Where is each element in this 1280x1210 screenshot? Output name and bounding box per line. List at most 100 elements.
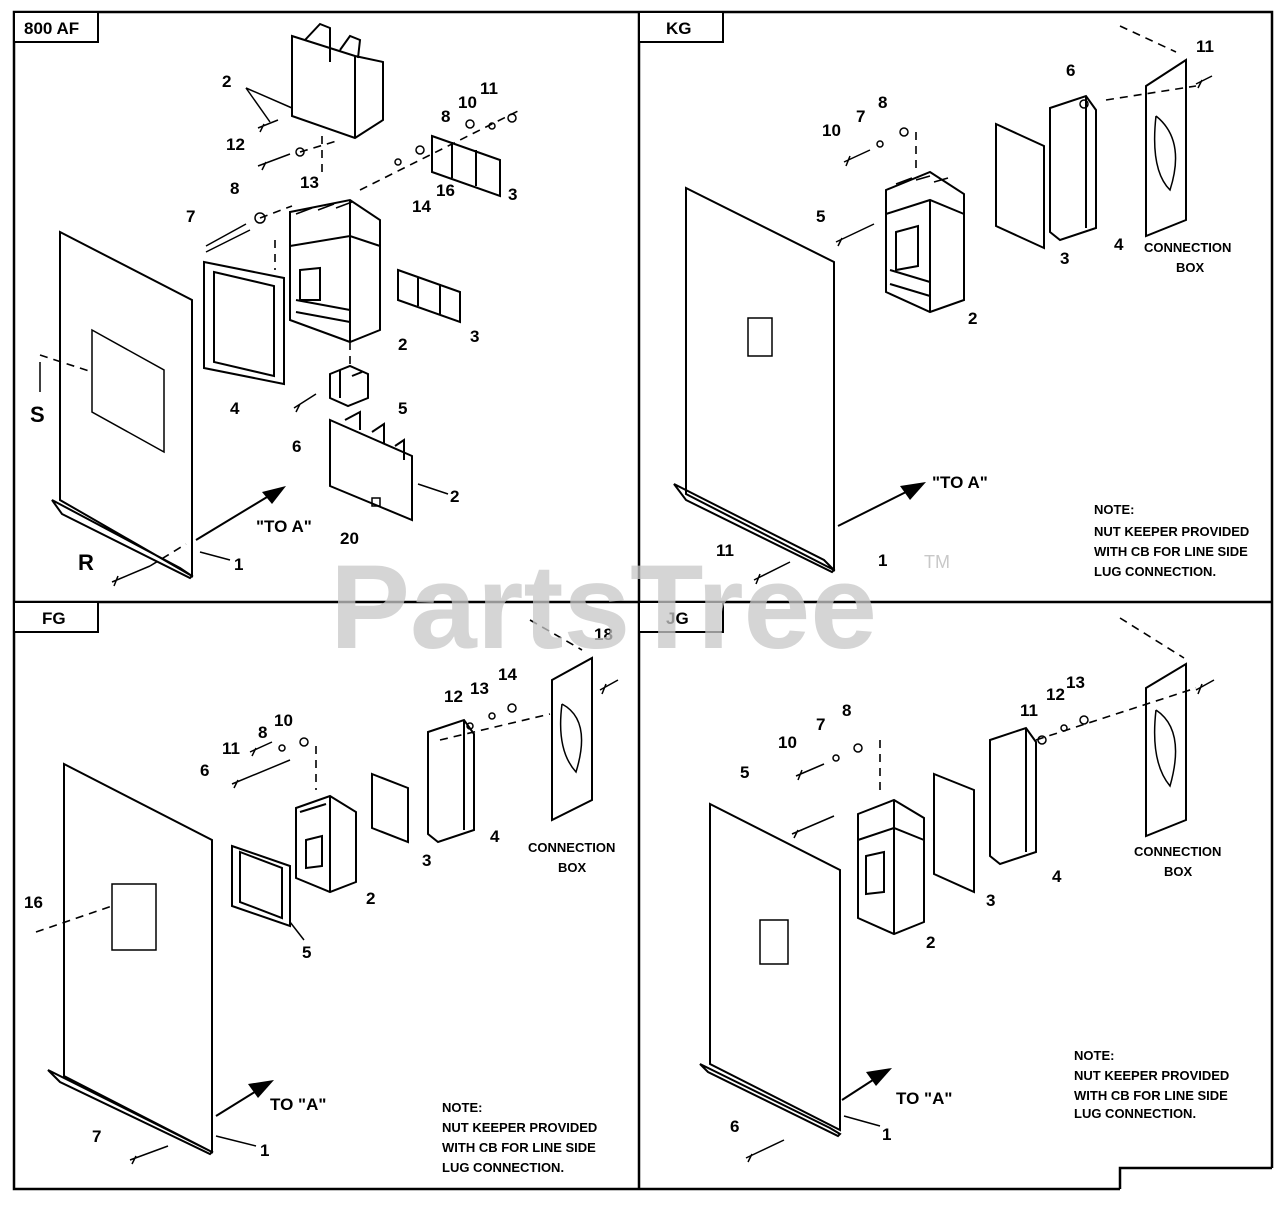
callout: 13: [1066, 673, 1085, 692]
callout: 7: [856, 107, 865, 126]
callout: 8: [878, 93, 887, 112]
note-line: LUG CONNECTION.: [1094, 564, 1216, 579]
callout: 2: [968, 309, 977, 328]
callout: 2: [366, 889, 375, 908]
callout: 3: [1060, 249, 1069, 268]
callout: 18: [594, 625, 613, 644]
callout: 16: [24, 893, 43, 912]
panel-tag-box: [638, 601, 724, 633]
panel-tag: JG: [666, 609, 689, 628]
lug-cover-top: [291, 22, 384, 140]
callout: 6: [292, 437, 301, 456]
connection-box-label: CONNECTION: [528, 840, 615, 855]
enclosure-door: [47, 762, 214, 1156]
callout: 6: [730, 1117, 739, 1136]
enclosure-door: [673, 186, 836, 574]
callout: 5: [398, 399, 407, 418]
arrow-label: "TO A": [256, 517, 312, 536]
callout: 11: [480, 79, 498, 98]
arrow-label: "TO A": [932, 473, 988, 492]
panel-fg: FG TO "A" 18 12 13 14 11: [13, 601, 619, 1175]
note-line: WITH CB FOR LINE SIDE: [442, 1140, 596, 1155]
circuit-breaker: [295, 794, 357, 894]
callout: S: [30, 402, 45, 427]
panel-tag-box: [638, 11, 724, 43]
callout: 2: [398, 335, 407, 354]
callout: 8: [842, 701, 851, 720]
panel-tag: 800 AF: [24, 19, 79, 38]
callout: 13: [300, 173, 319, 192]
callout: R: [78, 550, 94, 575]
callout: 7: [186, 207, 195, 226]
callout: 4: [1114, 235, 1124, 254]
callout: 2: [450, 487, 459, 506]
callout: 10: [778, 733, 797, 752]
callout: 14: [412, 197, 431, 216]
callout: 14: [498, 665, 517, 684]
callout: 8: [230, 179, 239, 198]
arrow-label: TO "A": [896, 1089, 952, 1108]
callout: 1: [882, 1125, 891, 1144]
callout: 8: [258, 723, 267, 742]
callout: 10: [274, 711, 293, 730]
callout: 1: [878, 551, 887, 570]
connection-box: [551, 656, 593, 822]
circuit-breaker: [289, 198, 381, 344]
callout: 12: [226, 135, 245, 154]
connection-box-label: BOX: [1176, 260, 1205, 275]
callout: 1: [260, 1141, 269, 1160]
callout: 1: [234, 555, 243, 574]
panel-jg: JG TO "A" 13 11 12 7 8 10 5 4: [638, 601, 1229, 1163]
connection-box-label: CONNECTION: [1134, 844, 1221, 859]
note-line: NOTE:: [1074, 1048, 1114, 1063]
note-line: NUT KEEPER PROVIDED: [1094, 524, 1249, 539]
callout: 11: [1020, 701, 1038, 720]
callout: 6: [1066, 61, 1075, 80]
callout: 3: [422, 851, 431, 870]
circuit-breaker: [857, 798, 925, 936]
callout: 10: [458, 93, 477, 112]
connection-box: [1145, 58, 1187, 238]
callout: 11: [1196, 37, 1214, 56]
callout: 3: [986, 891, 995, 910]
door-trim-frame: [203, 260, 285, 386]
lug-cover-bottom: [329, 410, 413, 522]
callout: 12: [1046, 685, 1065, 704]
panel-tag: FG: [42, 609, 66, 628]
panel-800af: 800 AF: [13, 11, 521, 587]
callout: 4: [490, 827, 500, 846]
callout: 16: [436, 181, 455, 200]
watermark: PartsTree: [330, 540, 877, 674]
connection-box-label: BOX: [1164, 864, 1193, 879]
panel-tag-box: [13, 11, 99, 43]
panel-tag-box: [13, 601, 99, 633]
callout: 5: [816, 207, 825, 226]
callout: 4: [230, 399, 240, 418]
callout: 11: [716, 541, 734, 560]
callout: 5: [302, 943, 311, 962]
note-line: NOTE:: [1094, 502, 1134, 517]
callout: 2: [926, 933, 935, 952]
watermark-tm: TM: [924, 552, 950, 572]
note-line: LUG CONNECTION.: [442, 1160, 564, 1175]
panel-kg: KG "TO A" 11 6 10 7 8 5 3: [638, 11, 1249, 585]
callout: 4: [1052, 867, 1062, 886]
note-line: LUG CONNECTION.: [1074, 1106, 1196, 1121]
note-line: NUT KEEPER PROVIDED: [442, 1120, 597, 1135]
enclosure-door: [51, 230, 194, 580]
circuit-breaker: [885, 170, 965, 314]
connection-box-label: CONNECTION: [1144, 240, 1231, 255]
connection-box: [1145, 662, 1187, 838]
connection-box-label: BOX: [558, 860, 587, 875]
frame-notch: [1118, 1166, 1272, 1189]
callout: 11: [222, 739, 240, 758]
note-line: NOTE:: [442, 1100, 482, 1115]
arrow-label: TO "A": [270, 1095, 326, 1114]
callout: 13: [470, 679, 489, 698]
callout: 20: [340, 529, 359, 548]
panel-tag: KG: [666, 19, 692, 38]
callout: 7: [92, 1127, 101, 1146]
enclosure-door: [699, 802, 842, 1138]
